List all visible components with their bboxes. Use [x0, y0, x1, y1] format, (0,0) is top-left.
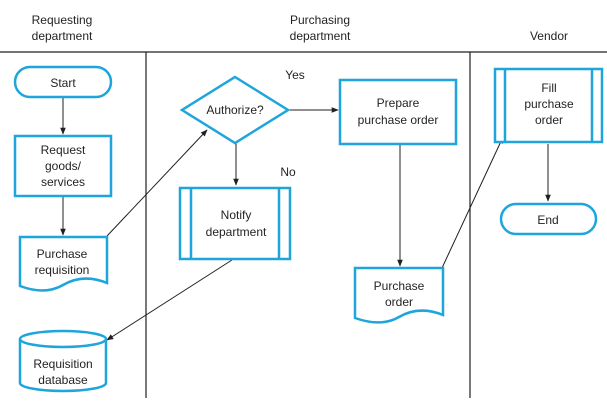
- lane-header-line2: department: [290, 29, 351, 43]
- lane-header-line2: department: [32, 29, 93, 43]
- purchase-requisition-document: Purchase requisition: [18, 235, 109, 292]
- request-label-line: Request: [41, 143, 86, 157]
- request-label-line: goods/: [45, 159, 82, 173]
- authorize-decision: Authorize?: [179, 75, 291, 145]
- authorize-label: Authorize?: [206, 103, 264, 117]
- fill-label-line: purchase: [524, 97, 574, 111]
- requisition-database-cylinder: Requisition database: [18, 329, 108, 393]
- order-label-line: order: [385, 295, 413, 309]
- fill-label-line: order: [535, 113, 563, 127]
- lane-header-line1: Vendor: [530, 29, 568, 43]
- prepare-purchase-order-process: Prepare purchase order: [338, 78, 458, 146]
- notify-department-process: Notify department: [178, 186, 292, 261]
- lane-header-purchasing: Purchasing department: [290, 13, 351, 43]
- requisition-label-line: requisition: [35, 263, 90, 277]
- request-label-line: services: [41, 175, 85, 189]
- no-label: No: [280, 165, 296, 179]
- arrow-requisition-to-authorize: [106, 129, 208, 237]
- yes-label: Yes: [285, 68, 305, 82]
- notify-label-line: Notify: [221, 208, 252, 222]
- notify-label-line: department: [206, 225, 267, 239]
- lane-header-requesting: Requesting department: [32, 13, 93, 43]
- lane-header-line1: Purchasing: [290, 13, 350, 27]
- request-goods-process: Request goods/ services: [13, 134, 113, 198]
- prepare-label-line: Prepare: [377, 96, 420, 110]
- arrow-order-to-fill: [441, 136, 504, 269]
- start-label: Start: [50, 76, 76, 90]
- fill-purchase-order-process: Fill purchase order: [493, 67, 604, 144]
- requisition-label-line: Purchase: [37, 247, 88, 261]
- end-terminator: End: [499, 202, 598, 236]
- arrow-notify-to-database: [106, 259, 233, 341]
- connectors: [60, 97, 551, 341]
- order-label-line: Purchase: [374, 279, 425, 293]
- database-label-line: Requisition: [33, 357, 92, 371]
- start-terminator: Start: [13, 65, 113, 99]
- lane-header-vendor: Vendor: [530, 29, 568, 43]
- purchase-order-document: Purchase order: [353, 266, 445, 324]
- fill-label-line: Fill: [541, 81, 556, 95]
- database-label-line: database: [38, 373, 88, 387]
- end-label: End: [537, 213, 558, 227]
- prepare-label-line: purchase order: [358, 113, 439, 127]
- lane-header-line1: Requesting: [32, 13, 93, 27]
